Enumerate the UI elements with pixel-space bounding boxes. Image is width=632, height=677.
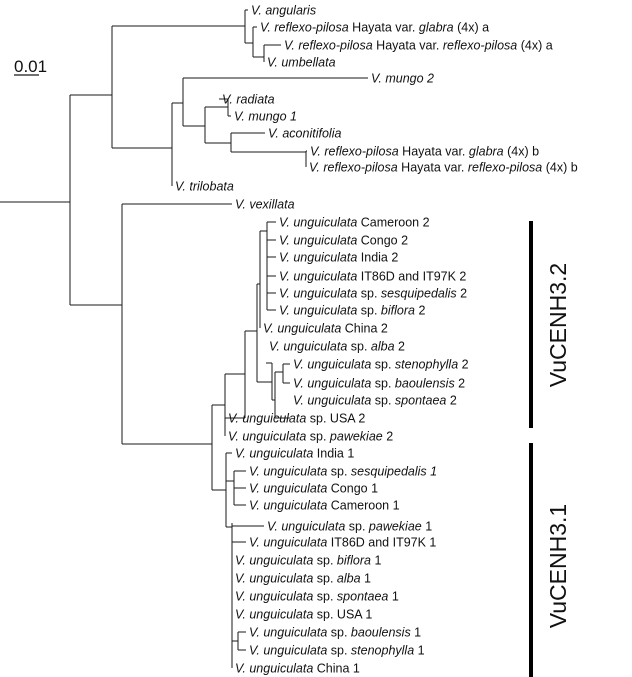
leaf-label: V. unguiculata sp. USA 2 xyxy=(228,412,365,426)
leaf-label: V. unguiculata sp. alba 1 xyxy=(235,572,371,586)
leaf-label: V. unguiculata sp. biflora 2 xyxy=(279,304,425,318)
leaf-label: V. unguiculata China 2 xyxy=(263,322,388,336)
leaf-label: V. radiata xyxy=(222,93,275,107)
clade-label-vucenh3-1: VuCENH3.1 xyxy=(545,504,571,628)
scale-bar-label: 0.01 xyxy=(14,57,47,76)
clade-vucenh3-2: VuCENH3.2 xyxy=(529,221,571,428)
leaf-label: V. unguiculata sp. alba 2 xyxy=(269,340,405,354)
leaf-label: V. reflexo-pilosa Hayata var. reflexo-pi… xyxy=(309,161,578,175)
leaf-label: V. unguiculata Congo 1 xyxy=(249,482,378,496)
leaf-label: V. unguiculata sp. spontaea 1 xyxy=(235,590,399,604)
leaf-label: V. vexillata xyxy=(235,198,295,212)
leaf-label: V. reflexo-pilosa Hayata var. glabra (4x… xyxy=(260,21,489,35)
clade-label-vucenh3-2: VuCENH3.2 xyxy=(545,263,571,387)
leaf-label: V. umbellata xyxy=(267,56,336,70)
leaf-label: V. reflexo-pilosa Hayata var. reflexo-pi… xyxy=(284,39,553,53)
leaf-label: V. mungo 1 xyxy=(234,110,297,124)
leaf-label: V. unguiculata sp. spontaea 2 xyxy=(293,394,457,408)
leaf-label: V. unguiculata sp. stenophylla 1 xyxy=(249,644,425,658)
leaf-label: V. trilobata xyxy=(175,180,234,194)
leaf-label: V. unguiculata sp. sesquipedalis 2 xyxy=(279,287,467,301)
tree-branches xyxy=(0,9,368,668)
leaf-label: V. unguiculata Cameroon 1 xyxy=(249,499,400,513)
leaf-label: V. unguiculata sp. biflora 1 xyxy=(235,554,381,568)
leaf-label: V. unguiculata sp. baoulensis 1 xyxy=(249,626,421,640)
leaf-label: V. unguiculata Congo 2 xyxy=(279,234,408,248)
leaf-labels: V. angularis V. reflexo-pilosa Hayata var… xyxy=(175,4,578,676)
leaf-label: V. unguiculata IT86D and IT97K 2 xyxy=(279,270,466,284)
leaf-label: V. unguiculata sp. USA 1 xyxy=(235,608,372,622)
leaf-label: V. unguiculata sp. baoulensis 2 xyxy=(293,377,465,391)
leaf-label: V. mungo 2 xyxy=(371,72,434,86)
leaf-label: V. aconitifolia xyxy=(268,127,341,141)
leaf-label: V. unguiculata sp. sesquipedalis 1 xyxy=(249,465,437,479)
leaf-label: V. unguiculata China 1 xyxy=(235,662,360,676)
leaf-label: V. unguiculata IT86D and IT97K 1 xyxy=(249,536,436,550)
leaf-label: V. unguiculata Cameroon 2 xyxy=(279,216,430,230)
leaf-label: V. unguiculata India 1 xyxy=(235,447,354,461)
leaf-label: V. angularis xyxy=(251,4,316,18)
leaf-label: V. unguiculata sp. pawekiae 2 xyxy=(228,430,393,444)
leaf-label: V. unguiculata sp. stenophylla 2 xyxy=(293,358,469,372)
clade-vucenh3-1: VuCENH3.1 xyxy=(529,443,571,677)
leaf-label: V. reflexo-pilosa Hayata var. glabra (4x… xyxy=(310,145,539,159)
leaf-label: V. unguiculata India 2 xyxy=(279,251,398,265)
leaf-label: V. unguiculata sp. pawekiae 1 xyxy=(267,520,432,534)
scale-bar: 0.01 xyxy=(14,57,47,76)
